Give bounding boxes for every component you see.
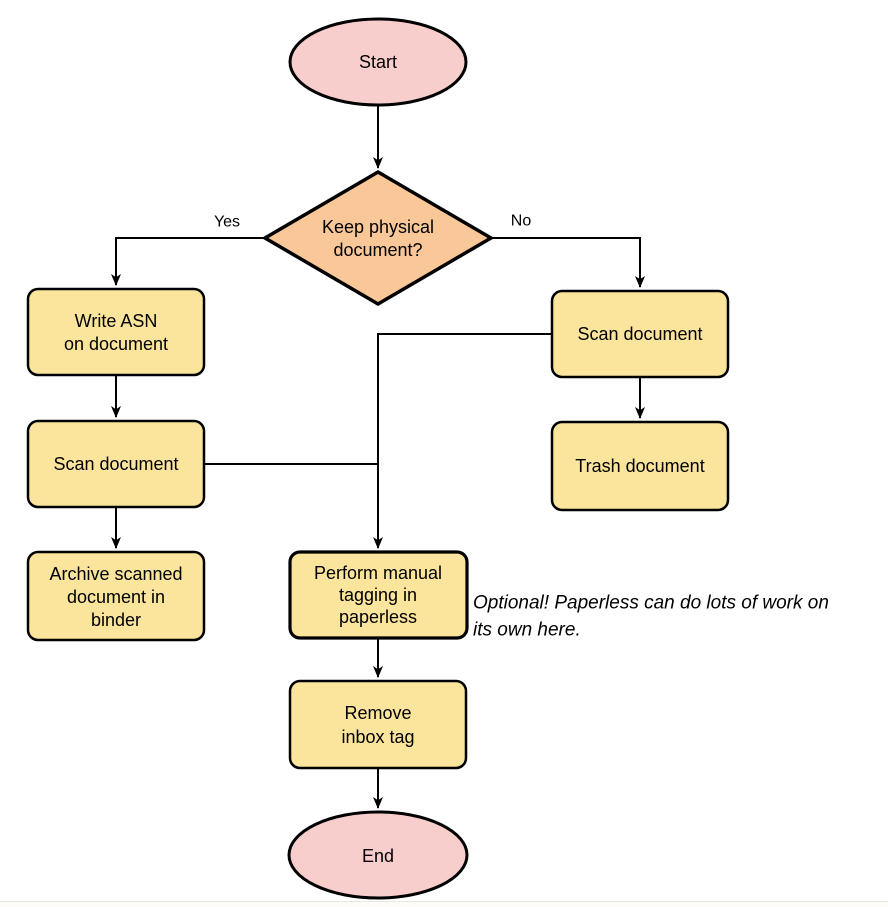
node-archive-binder: Archive scanned document in binder: [26, 550, 206, 642]
archive-label-line2: document in: [67, 587, 165, 607]
scan-left-label: Scan document: [53, 454, 178, 474]
node-scan-document-right: Scan document: [550, 289, 730, 379]
decision-diamond-shape: [261, 169, 495, 307]
tagging-label-line3: paperless: [339, 607, 417, 627]
annotation-line2: its own here.: [473, 620, 581, 641]
node-trash-document: Trash document: [550, 420, 730, 512]
edge-scan-right-to-tagging: [373, 333, 552, 549]
node-end: End: [287, 810, 469, 900]
remove-inbox-shape: [288, 679, 468, 770]
scan-right-shape: [550, 289, 730, 379]
trash-shape: [550, 420, 730, 512]
node-decision-keep-physical: Keep physical document?: [261, 169, 495, 307]
edge-label-yes: Yes: [214, 214, 240, 231]
write-asn-shape: [26, 287, 206, 377]
scan-left-shape: [26, 419, 206, 509]
end-terminal-shape: [287, 810, 469, 900]
tagging-label-line2: tagging in: [339, 585, 417, 605]
scan-right-label: Scan document: [577, 324, 702, 344]
edge-decision-no-to-scan-right: [491, 237, 645, 288]
tagging-label-line1: Perform manual: [314, 563, 442, 583]
end-label: End: [362, 846, 394, 866]
node-start: Start: [288, 17, 468, 107]
write-asn-label-line2: on document: [64, 334, 168, 354]
node-scan-document-left: Scan document: [26, 419, 206, 509]
remove-inbox-label-line2: inbox tag: [341, 727, 414, 747]
trash-label: Trash document: [575, 456, 704, 476]
page-bottom-strip: [0, 902, 888, 907]
page-bottom-divider: [0, 901, 888, 902]
node-manual-tagging: Perform manual tagging in paperless: [288, 550, 469, 640]
node-remove-inbox-tag: Remove inbox tag: [288, 679, 468, 770]
annotation-optional-note: Optional! Paperless can do lots of work …: [473, 593, 829, 641]
archive-label-line3: binder: [91, 610, 141, 630]
archive-label-line1: Archive scanned: [49, 564, 182, 584]
edge-decision-yes-to-write-asn: [111, 237, 265, 286]
edge-label-no: No: [511, 213, 532, 230]
decision-label-line1: Keep physical: [322, 217, 434, 237]
remove-inbox-label-line1: Remove: [344, 703, 411, 723]
write-asn-label-line1: Write ASN: [75, 311, 158, 331]
annotation-line1: Optional! Paperless can do lots of work …: [473, 593, 829, 614]
tagging-shape: [288, 550, 469, 640]
start-terminal-shape: [288, 17, 468, 107]
node-write-asn: Write ASN on document: [26, 287, 206, 377]
archive-shape: [26, 550, 206, 642]
decision-label-line2: document?: [333, 240, 422, 260]
start-label: Start: [359, 52, 397, 72]
